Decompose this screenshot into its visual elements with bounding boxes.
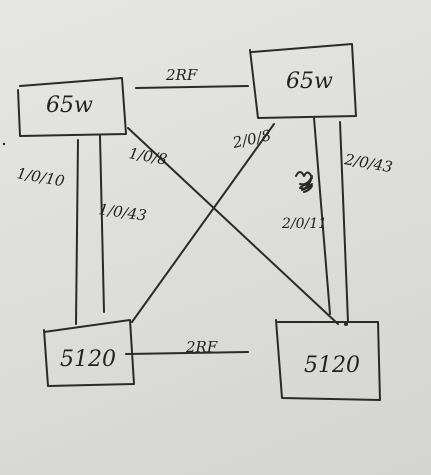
port-label-2-0-11: 2/0/11 [281, 216, 327, 232]
scribble-mark [295, 171, 313, 193]
link-cross-tl-br [127, 127, 339, 325]
device-box-bottom-left[interactable] [43, 319, 135, 387]
device-box-bottom-right[interactable] [275, 319, 381, 401]
device-box-top-right[interactable] [249, 43, 357, 119]
irf-link-top [135, 85, 249, 89]
ink-dot [2, 142, 6, 146]
link-cross-tr-bl [131, 123, 275, 323]
device-label-top-right: 65w [286, 69, 333, 94]
link-right-outer [339, 121, 349, 323]
link-left-inner [99, 135, 105, 313]
port-label-2-0-8: 2/0/8 [230, 126, 273, 152]
link-label-bottom-irf: 2RF [185, 338, 218, 356]
port-label-1-0-8: 1/0/8 [127, 144, 168, 168]
device-label-bottom-right: 5120 [304, 353, 360, 378]
link-right-inner [313, 117, 331, 315]
port-label-1-0-10: 1/0/10 [15, 164, 66, 190]
ink-dot [344, 322, 348, 326]
irf-link-bottom [125, 351, 249, 355]
link-left-outer [75, 139, 79, 325]
link-label-top-irf: 2RF [165, 66, 198, 84]
port-label-1-0-43: 1/0/43 [97, 200, 147, 225]
device-box-top-left[interactable] [17, 77, 127, 137]
port-label-2-0-43: 2/0/43 [342, 150, 394, 176]
device-label-top-left: 65w [46, 93, 93, 118]
device-label-bottom-left: 5120 [60, 347, 116, 372]
